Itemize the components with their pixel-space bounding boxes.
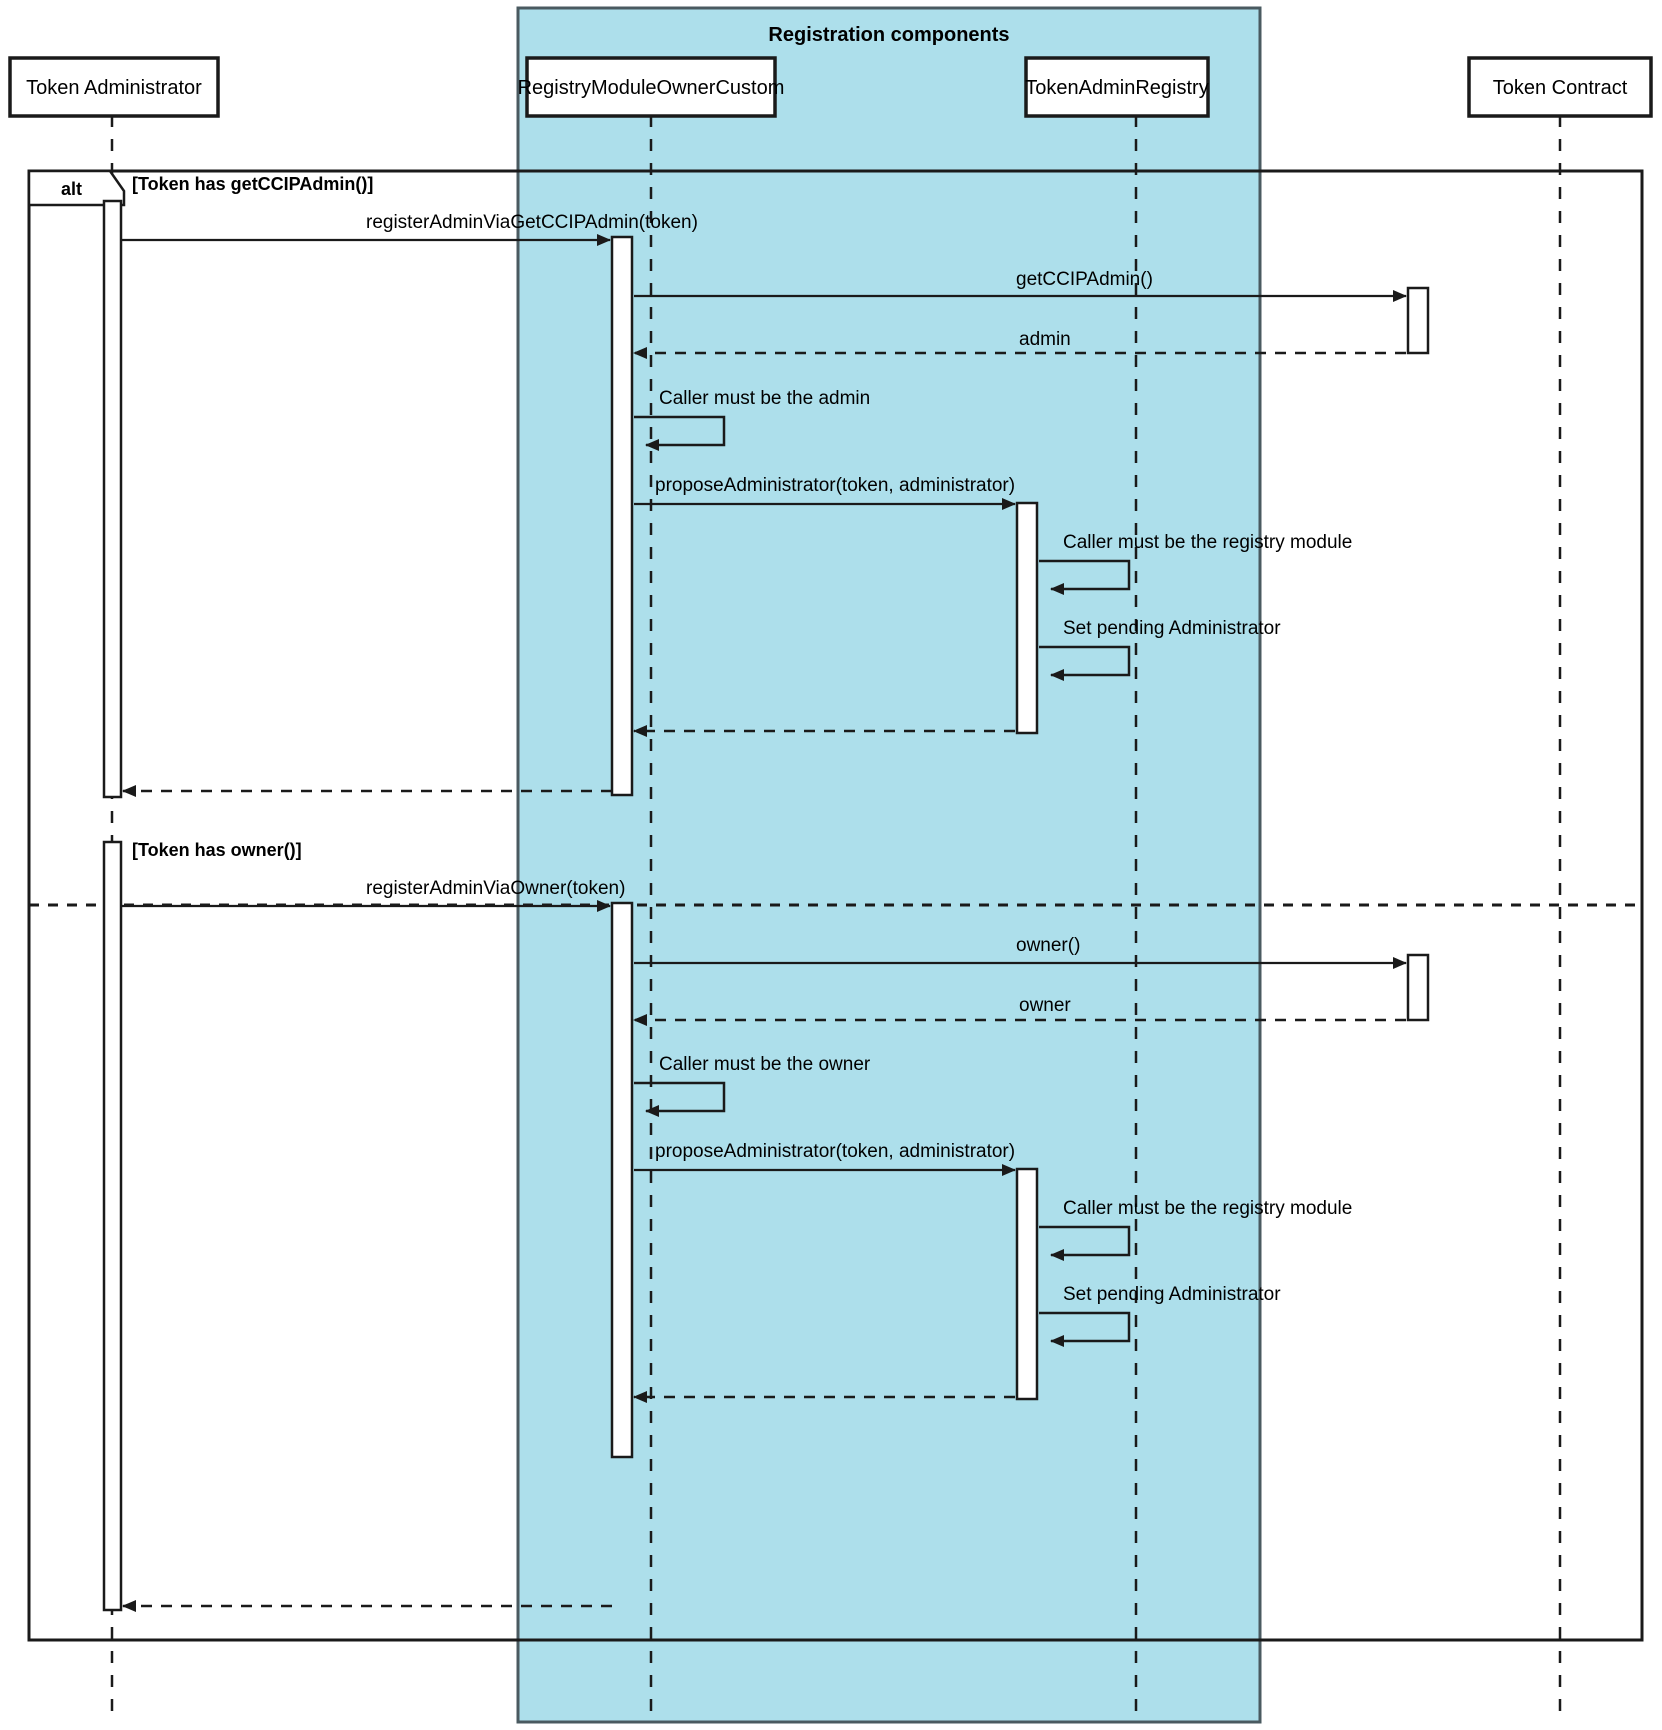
self-message-m15 [1039,1225,1131,1261]
participant-box-admin [8,56,220,118]
message-label-m16: Set pending Administrator [1063,1284,1281,1305]
message-label-m12: owner [1019,995,1071,1016]
participant-box-token_contract [1467,56,1653,118]
self-message-m4 [634,415,726,451]
participant-box-registry_module [525,56,777,118]
self-message-m6 [1039,559,1131,595]
participant-heads-layer: Token Administrator RegistryModuleOwnerCu… [8,56,1653,118]
message-label-m13: Caller must be the owner [659,1054,871,1075]
message-label-m3: admin [1019,329,1071,350]
activation-bar-registry_module [610,235,634,797]
participant-label-token_contract: Token Contract [1493,77,1628,99]
alt-operator-tab [27,169,126,207]
participant-label-admin: Token Administrator [26,77,202,99]
activation-bar-token_admin_registry [1015,501,1039,735]
message-label-m14: proposeAdministrator(token, administrato… [655,1141,1015,1162]
participant-box-token_admin_registry [1024,56,1210,118]
activations-layer [102,199,1430,1612]
self-message-m13 [634,1081,726,1117]
activation-bar-admin [102,199,123,799]
group-title: Registration components [768,24,1009,46]
messages-layer: registerAdminViaGetCCIPAdmin(token) getCC… [121,212,1407,1612]
message-label-m15: Caller must be the registry module [1063,1198,1352,1219]
alt-operator-label: alt [61,179,82,199]
message-label-m2: getCCIPAdmin() [1016,269,1153,290]
self-message-m7 [1039,645,1131,681]
activation-bar-token_contract [1406,286,1430,355]
participant-label-token_admin_registry: TokenAdminRegistry [1025,77,1208,99]
message-label-m7: Set pending Administrator [1063,618,1281,639]
alt-guard-condition-2: [Token has owner()] [132,840,302,860]
message-label-m10: registerAdminViaOwner(token) [366,878,625,899]
activation-bar-token_admin_registry [1015,1167,1039,1401]
activation-bar-token_contract [1406,953,1430,1022]
alt-guard-condition-1: [Token has getCCIPAdmin()] [132,174,373,194]
message-label-m1: registerAdminViaGetCCIPAdmin(token) [366,212,698,233]
participant-label-registry_module: RegistryModuleOwnerCustom [518,77,785,99]
message-label-m4: Caller must be the admin [659,388,870,409]
activation-bar-registry_module [610,901,634,1459]
message-label-m5: proposeAdministrator(token, administrato… [655,475,1015,496]
activation-bar-admin [102,840,123,1612]
message-label-m11: owner() [1016,935,1080,956]
message-label-m6: Caller must be the registry module [1063,532,1352,553]
self-message-m16 [1039,1311,1131,1347]
